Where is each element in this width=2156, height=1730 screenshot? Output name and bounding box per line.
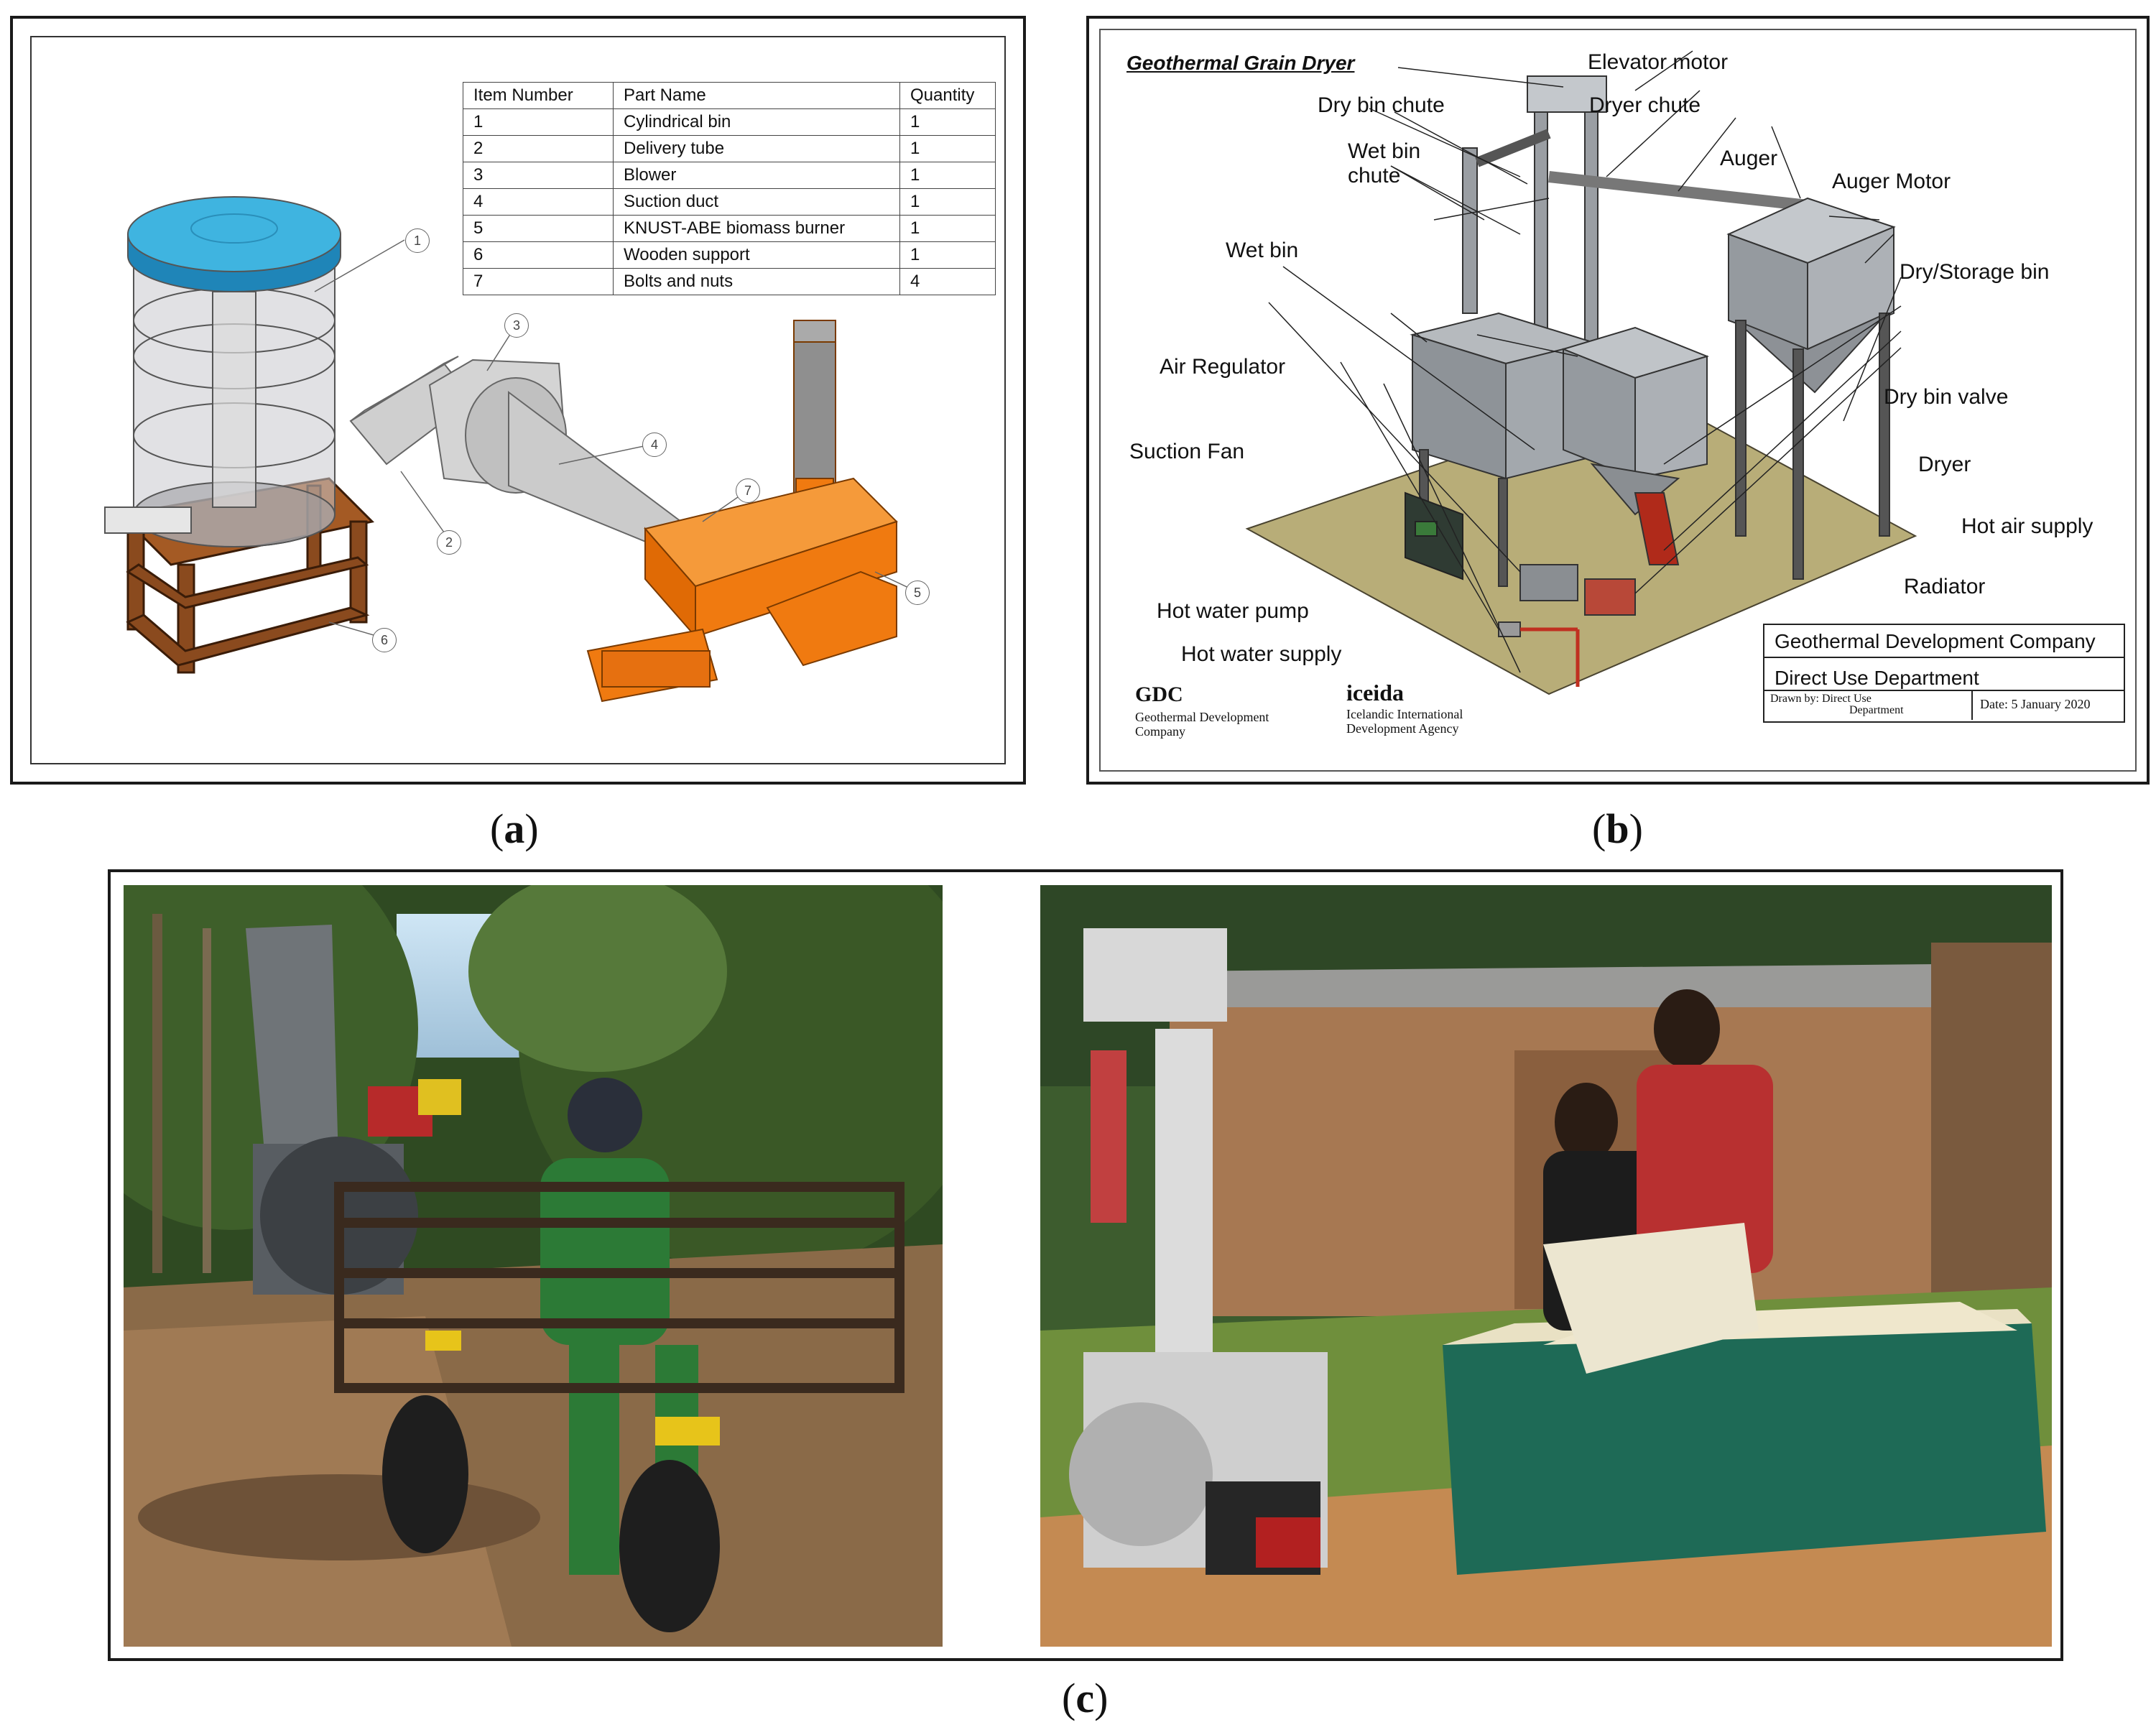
parts-table-header: Quantity <box>899 82 996 109</box>
callout-7: 7 <box>736 478 760 503</box>
title-block-drawn-by: Drawn by: Direct Use Department <box>1764 691 1973 720</box>
label-dry-storage-bin: Dry/Storage bin <box>1900 260 2050 284</box>
table-cell: 6 <box>463 241 614 269</box>
title-block-company: Geothermal Development Company <box>1764 625 2124 658</box>
dryer <box>1560 326 1710 565</box>
label-wet-bin: Wet bin <box>1226 239 1299 262</box>
callout-4: 4 <box>642 432 667 457</box>
gdc-logo-line2: Company <box>1135 724 1185 739</box>
label-radiator: Radiator <box>1904 575 1986 598</box>
parts-table-header-row: Item Number Part Name Quantity <box>463 82 996 109</box>
table-cell: 3 <box>463 162 614 189</box>
photo-grain-drying-field <box>1040 885 2052 1647</box>
iceida-logo-line2: Development Agency <box>1346 721 1459 736</box>
callout-1: 1 <box>405 228 430 253</box>
panel-a-inner-border <box>30 36 1006 764</box>
table-row: 7 Bolts and nuts 4 <box>463 268 996 295</box>
table-cell: Bolts and nuts <box>613 268 900 295</box>
table-cell: 4 <box>463 188 614 216</box>
drawing-title: Geothermal Grain Dryer <box>1126 52 1355 74</box>
gdc-logo-line1: Geothermal Development <box>1135 710 1269 724</box>
table-cell: 1 <box>899 135 996 162</box>
elevator-tower <box>1462 75 1808 371</box>
caption-a: (a) <box>490 805 539 852</box>
table-cell: 4 <box>899 268 996 295</box>
callout-6: 6 <box>372 628 397 652</box>
label-air-regulator: Air Regulator <box>1160 355 1286 379</box>
callout-3: 3 <box>504 313 529 338</box>
cad-dryer-illustration <box>104 196 917 703</box>
table-row: 4 Suction duct 1 <box>463 188 996 216</box>
label-hot-water-supply: Hot water supply <box>1181 642 1342 666</box>
table-row: 6 Wooden support 1 <box>463 241 996 269</box>
panel-c-frame <box>108 869 2063 1661</box>
table-row: 5 KNUST-ABE biomass burner 1 <box>463 215 996 242</box>
grain-dryer-illustration <box>1245 50 1917 695</box>
callout-5: 5 <box>905 580 930 605</box>
label-auger: Auger <box>1720 147 1778 170</box>
drawn-by-line2: Department <box>1849 704 1904 716</box>
label-dry-bin-chute: Dry bin chute <box>1318 93 1445 117</box>
table-cell: 1 <box>899 108 996 136</box>
caption-c: (c) <box>1062 1675 1109 1721</box>
table-cell: KNUST-ABE biomass burner <box>613 215 900 242</box>
table-cell: 1 <box>463 108 614 136</box>
label-dryer: Dryer <box>1918 453 1971 476</box>
label-elevator-motor: Elevator motor <box>1588 50 1729 74</box>
panel-b-frame: Geothermal Grain Dryer <box>1086 16 2150 785</box>
table-cell: 1 <box>899 162 996 189</box>
title-block-department: Direct Use Department <box>1764 658 2124 691</box>
panel-a-frame: Item Number Part Name Quantity 1 Cylindr… <box>10 16 1026 785</box>
parts-table: Item Number Part Name Quantity 1 Cylindr… <box>463 82 996 295</box>
table-cell: 5 <box>463 215 614 242</box>
photo-motorbike-transport <box>124 885 943 1647</box>
callout-2: 2 <box>437 530 461 555</box>
table-cell: 1 <box>899 241 996 269</box>
iceida-logo-line1: Icelandic International <box>1346 707 1463 721</box>
radiator-and-pump <box>1498 564 1636 687</box>
table-cell: 2 <box>463 135 614 162</box>
leader-lines <box>1268 50 1902 673</box>
table-cell: 7 <box>463 268 614 295</box>
cylindrical-bin <box>104 196 341 547</box>
panel-b-inner-border <box>1099 29 2137 772</box>
table-cell: Suction duct <box>613 188 900 216</box>
title-block: Geothermal Development Company Direct Us… <box>1763 624 2125 723</box>
label-auger-motor: Auger Motor <box>1832 170 1951 193</box>
table-cell: Blower <box>613 162 900 189</box>
title-block-date: Date: 5 January 2020 <box>1980 697 2091 711</box>
label-suction-fan: Suction Fan <box>1129 440 1245 463</box>
caption-b: (b) <box>1592 805 1643 852</box>
sign-board <box>1405 491 1463 580</box>
table-row: 3 Blower 1 <box>463 162 996 189</box>
label-hot-water-pump: Hot water pump <box>1157 599 1309 623</box>
table-row: 2 Delivery tube 1 <box>463 135 996 162</box>
label-dry-bin-valve: Dry bin valve <box>1884 385 2009 409</box>
biomass-burner <box>586 320 898 703</box>
label-dryer-chute: Dryer chute <box>1589 93 1701 117</box>
parts-table-header: Part Name <box>613 82 900 109</box>
drawn-by-line1: Drawn by: Direct Use <box>1770 693 1872 705</box>
iceida-logo-name: iceida <box>1346 680 1404 706</box>
gdc-logo-name: GDC <box>1135 683 1183 706</box>
label-wet-bin-chute-line2: chute <box>1348 164 1401 188</box>
label-wet-bin-chute: Wet bin <box>1348 139 1421 163</box>
table-cell: 1 <box>899 215 996 242</box>
label-hot-air-supply: Hot air supply <box>1961 514 2093 538</box>
